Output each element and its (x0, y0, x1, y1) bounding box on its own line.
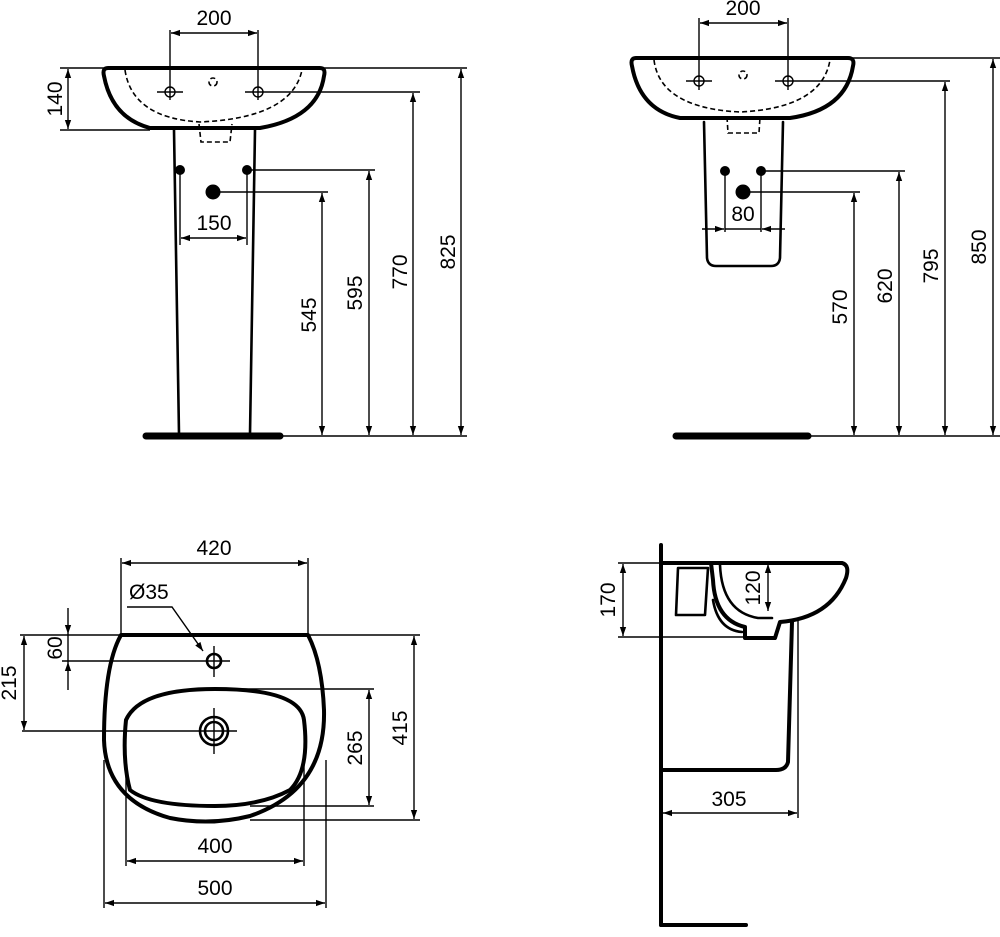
dim-supply-spacing: 80 (731, 203, 754, 226)
dim-supply-spacing: 150 (196, 212, 231, 235)
side-view: 170 120 305 (597, 543, 850, 927)
dim-bowl-depth: 265 (344, 730, 367, 765)
tap-hole (62, 646, 230, 677)
basin-outline (101, 66, 327, 143)
dim-back-width: 420 (196, 537, 231, 560)
dim-tap-spacing: 200 (196, 7, 231, 30)
bowl-outline (122, 687, 308, 808)
dim-rim-height: 825 (437, 234, 460, 269)
front-view-semi-pedestal: 200 80 570 620 795 850 (629, 0, 1000, 440)
dim-waste-height: 545 (298, 297, 321, 332)
dim-supply-height: 595 (344, 275, 367, 310)
tap-hole-marks (157, 30, 420, 100)
dim-supply-height: 620 (874, 268, 897, 303)
tap-hole-marks (686, 18, 950, 90)
dim-basin-height: 170 (597, 582, 620, 617)
dim-waste-height: 570 (829, 289, 852, 324)
pedestal (142, 128, 467, 440)
dim-tap-hole-offset: 60 (44, 636, 67, 659)
dim-tap-height: 770 (389, 254, 412, 289)
dim-bowl-depth: 120 (742, 570, 765, 605)
dim-waste-offset: 215 (0, 665, 21, 700)
basin-outline (629, 56, 856, 134)
dim-tap-hole-diameter: Ø35 (129, 581, 169, 604)
plan-view: 420 Ø35 60 215 265 415 400 500 (0, 537, 420, 908)
dim-overall-depth: 415 (389, 710, 412, 745)
dim-bowl-width: 400 (197, 835, 232, 858)
dim-rim-height: 850 (968, 229, 991, 264)
dim-tap-height: 795 (920, 248, 943, 283)
dim-pedestal-projection: 305 (711, 788, 746, 811)
waste-outlet (22, 708, 237, 754)
dim-basin-depth: 140 (44, 81, 67, 116)
dim-overall-width: 500 (197, 877, 232, 900)
semi-pedestal (672, 120, 1000, 440)
front-view-full-pedestal: 200 140 150 545 595 770 825 (44, 7, 467, 440)
dim-tap-spacing: 200 (725, 0, 760, 20)
basin-outline (102, 633, 327, 824)
basin-profile (659, 561, 850, 640)
